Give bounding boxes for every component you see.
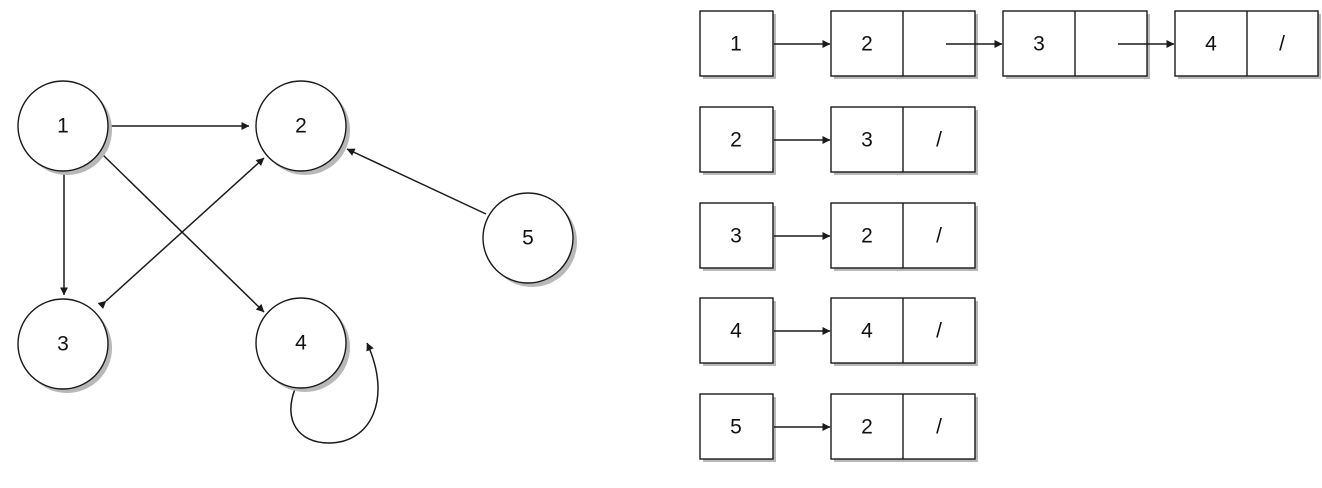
adjacency-row-2: 2 3 / [699, 106, 978, 175]
list-node-row3-1-null: / [936, 225, 942, 248]
adjacency-head-4-label: 4 [730, 320, 742, 343]
adjacency-head-5-label: 5 [730, 416, 742, 439]
adjacency-head-3 [699, 202, 774, 269]
adjacency-row-4: 4 4 / [699, 297, 978, 366]
adjacency-head-1 [699, 10, 774, 77]
graph-node-3: 3 [17, 298, 112, 393]
graph-node-5-label: 5 [522, 227, 534, 250]
graph-node-2-circle [255, 80, 347, 172]
graph-edges [60, 122, 487, 444]
adjacency-head-1-label: 1 [730, 33, 742, 56]
graph-node-5-circle [482, 192, 574, 284]
list-node-row1-1-value: 2 [861, 33, 873, 56]
edge-1-to-4 [102, 154, 265, 313]
graph-node-4-circle [255, 297, 347, 389]
adjacency-head-3-label: 3 [730, 225, 742, 248]
graph-node-1-circle [17, 80, 109, 172]
directed-graph: 1 2 3 4 5 [17, 80, 577, 444]
edge-5-to-2 [346, 148, 487, 215]
adjacency-row-1: 1 2 3 4 / [699, 10, 1321, 79]
list-node-row4-1-null: / [936, 320, 942, 343]
graph-node-3-circle [17, 298, 109, 390]
graph-node-2: 2 [255, 80, 350, 175]
edge-4-self-loop [290, 342, 379, 444]
adjacency-row-3: 3 2 / [699, 202, 978, 271]
list-node-row2-1-null: / [936, 129, 942, 152]
graph-node-4-label: 4 [295, 332, 307, 355]
list-node-row5-1-null: / [936, 416, 942, 439]
adjacency-row-5: 5 2 / [699, 393, 978, 462]
adjacency-head-4 [699, 297, 774, 364]
graph-node-1: 1 [17, 80, 112, 175]
list-node-row4-1-value: 4 [861, 320, 873, 343]
edge-3-and-2-bidirectional [97, 157, 265, 310]
graph-node-2-label: 2 [295, 115, 307, 138]
adjacency-head-5 [699, 393, 774, 460]
adjacency-list: 1 2 3 4 / 2 3 [699, 10, 1321, 462]
list-node-row5-1-value: 2 [861, 416, 873, 439]
list-node-row1-3-value: 4 [1205, 33, 1217, 56]
list-node-row1-2-value: 3 [1033, 33, 1045, 56]
graph-node-4: 4 [255, 297, 350, 392]
adjacency-head-2-label: 2 [730, 129, 742, 152]
list-node-row1-3-null: / [1279, 33, 1285, 56]
list-node-row3-1-value: 2 [861, 225, 873, 248]
list-node-row2-1-value: 3 [861, 129, 873, 152]
graph-node-1-label: 1 [57, 115, 69, 138]
graph-node-3-label: 3 [57, 333, 69, 356]
adjacency-head-2 [699, 106, 774, 173]
graph-node-5: 5 [482, 192, 577, 287]
